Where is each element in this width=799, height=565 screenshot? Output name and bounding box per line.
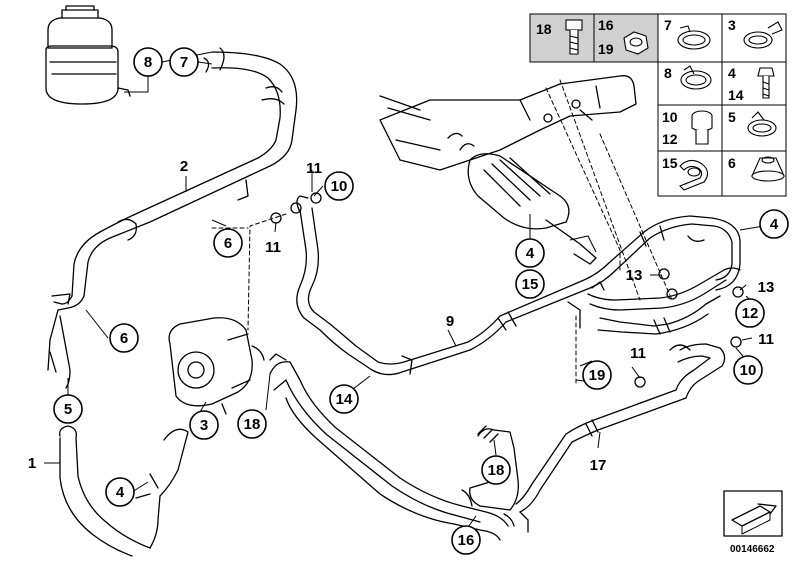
callout-15-label: 15 <box>522 276 539 293</box>
label-1: 1 <box>28 455 36 472</box>
legend-label-18: 18 <box>536 21 552 37</box>
steering-rack-drawing <box>379 75 637 265</box>
legend-label-10: 10 <box>662 109 678 125</box>
line-9-drawing <box>296 195 741 376</box>
legend-label-4: 4 <box>728 65 736 81</box>
callout-3-label: 3 <box>200 417 208 434</box>
legend-cell-15 <box>657 150 723 197</box>
callout-4-center-label: 4 <box>526 245 535 262</box>
hose-1-drawing <box>59 425 189 557</box>
hex-nut-icon <box>623 31 649 55</box>
line-17-drawing <box>515 343 726 513</box>
callout-4-right-label: 4 <box>770 216 779 233</box>
callout-19 <box>582 360 612 390</box>
legend-label-5: 5 <box>728 109 736 125</box>
callout-15 <box>515 269 545 299</box>
callout-4-right <box>759 209 789 239</box>
callout-16 <box>451 525 481 555</box>
legend-label-6: 6 <box>728 155 736 171</box>
callout-10-top-label: 10 <box>331 178 348 195</box>
callout-6-lower-label: 6 <box>120 330 128 347</box>
callout-8-label: 8 <box>144 54 152 71</box>
hose-clamp-icon <box>680 65 712 90</box>
p-clip-icon <box>679 159 709 191</box>
pump-drawing <box>168 317 265 415</box>
label-9: 9 <box>446 313 454 330</box>
callout-4-lower-left <box>105 477 135 507</box>
callout-10-right-label: 10 <box>740 362 757 379</box>
legend-label-8: 8 <box>664 65 672 81</box>
flange-nut-icon <box>751 156 785 182</box>
callout-18-left <box>237 409 267 439</box>
bolt-icon <box>565 19 583 55</box>
banjo-bolt-icon <box>691 110 713 145</box>
label-13-right: 13 <box>758 279 775 296</box>
spring-clamp-icon <box>743 21 783 49</box>
callout-18-bottom <box>481 455 511 485</box>
legend-label-19: 19 <box>598 41 614 57</box>
orientation-arrow-icon <box>723 490 783 537</box>
legend-label-14: 14 <box>728 87 744 103</box>
callout-4-center <box>515 238 545 268</box>
callout-10-top <box>324 171 354 201</box>
callout-16-label: 16 <box>458 532 475 549</box>
legend-label-12: 12 <box>662 131 678 147</box>
hose-clamp-icon <box>747 111 777 137</box>
label-11-right: 11 <box>758 331 774 348</box>
legend-label-16: 16 <box>598 17 614 33</box>
callout-3 <box>189 410 219 440</box>
callout-6-upper <box>213 228 243 258</box>
callout-10-right <box>733 355 763 385</box>
small-clamps-drawing <box>270 192 744 388</box>
label-11-left: 11 <box>265 239 281 256</box>
callout-5-label: 5 <box>64 401 72 418</box>
hose-2-drawing <box>71 47 298 297</box>
reservoir-drawing <box>45 5 131 105</box>
label-13-left: 13 <box>626 267 643 284</box>
label-11-center: 11 <box>630 345 646 362</box>
callout-6-lower <box>109 323 139 353</box>
callout-4-lower-left-label: 4 <box>116 484 125 501</box>
hose-5-drawing <box>47 293 85 389</box>
callout-18-left-label: 18 <box>244 416 261 433</box>
callout-7 <box>169 47 199 77</box>
callout-19-label: 19 <box>589 367 606 384</box>
callout-14-label: 14 <box>336 391 353 408</box>
legend-table: 18 16 19 7 3 8 4 14 10 12 5 15 6 <box>529 13 787 197</box>
callout-18-bottom-label: 18 <box>488 462 505 479</box>
bolt-icon <box>757 67 775 99</box>
callout-14 <box>329 384 359 414</box>
callout-5 <box>53 394 83 424</box>
label-11-upper: 11 <box>306 160 322 177</box>
hose-16-18-drawing <box>269 353 529 541</box>
callout-7-label: 7 <box>180 54 188 71</box>
legend-cell-4-14 <box>721 61 787 106</box>
document-number: 00146662 <box>730 544 775 555</box>
callout-12-label: 12 <box>742 305 759 322</box>
label-17: 17 <box>590 457 607 474</box>
line-middle-right-drawing <box>567 267 741 335</box>
legend-label-15: 15 <box>662 155 678 171</box>
callout-12 <box>735 298 765 328</box>
label-2: 2 <box>180 158 188 175</box>
legend-label-3: 3 <box>728 17 736 33</box>
hose-clamp-icon <box>677 25 711 50</box>
legend-label-7: 7 <box>664 17 672 33</box>
callout-8 <box>133 47 163 77</box>
callout-6-upper-label: 6 <box>224 235 232 252</box>
